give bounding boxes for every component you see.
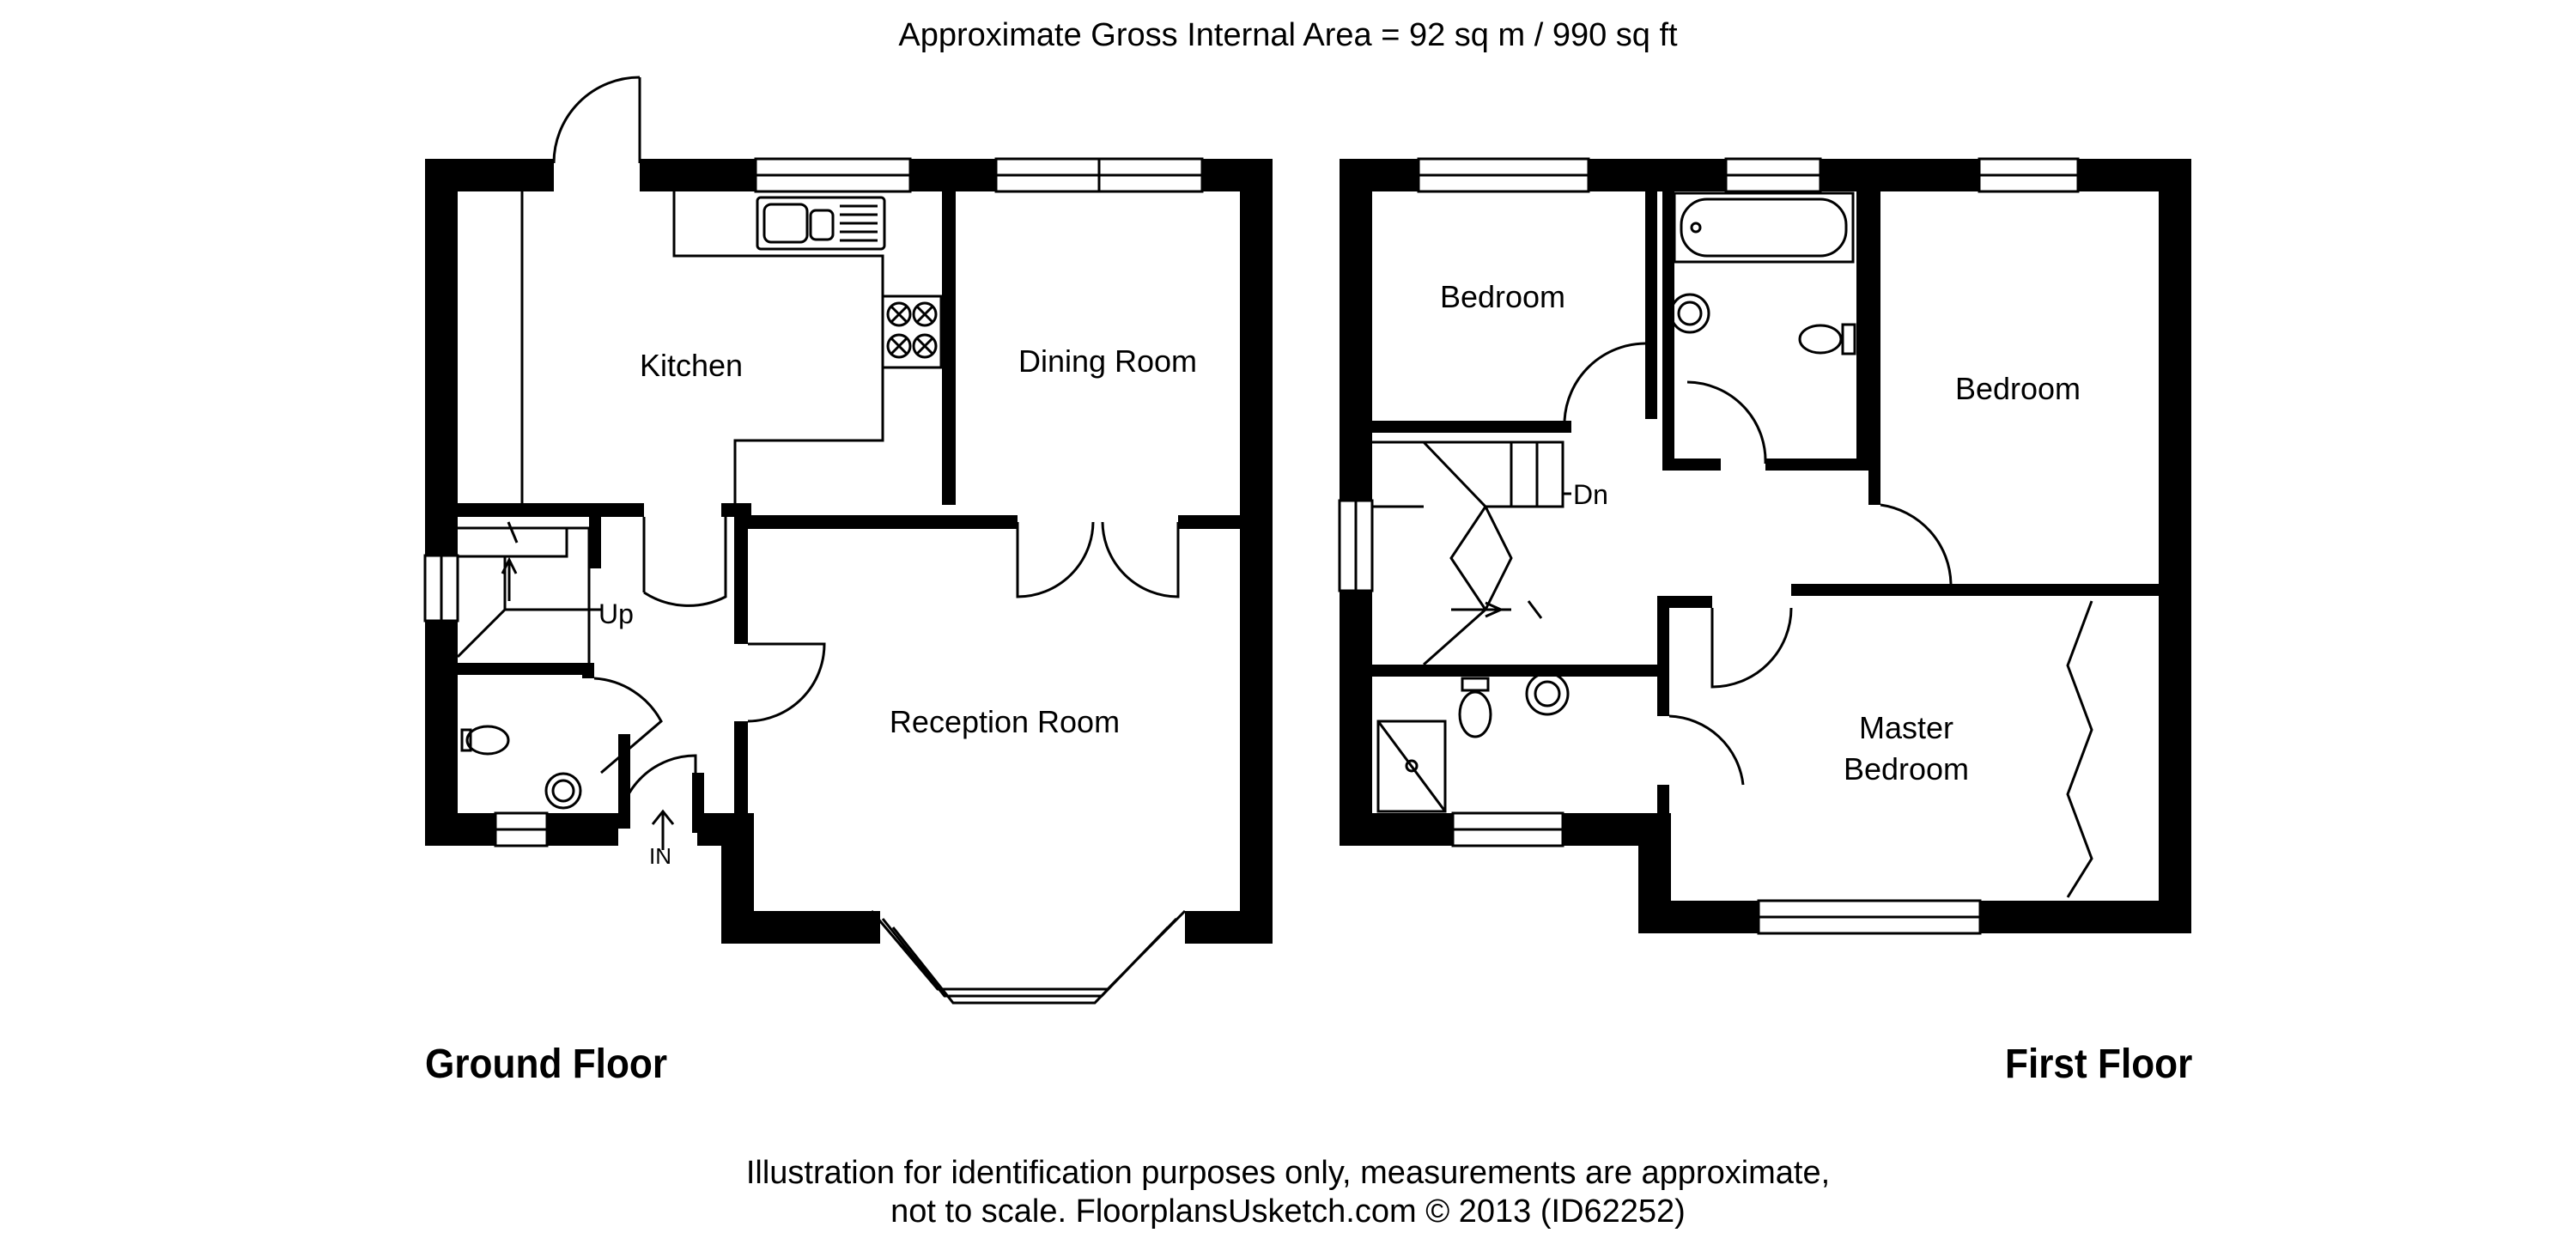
wall [910,159,996,191]
wall [721,911,880,944]
wall [1340,159,1372,501]
door-swing [1016,521,1180,598]
wall [1662,459,1721,471]
wall [455,503,644,517]
wall [2159,159,2191,933]
room-label-master-bedroom: Bedroom [1843,751,1970,787]
wall [1372,421,1571,433]
wardrobe-doors [2066,600,2093,898]
wall [734,721,748,850]
disclaimer-line-1: Illustration for identification purposes… [745,1155,1831,1191]
gross-internal-area: Approximate Gross Internal Area = 92 sq … [898,17,1678,53]
wall [734,515,748,644]
toilet [1798,324,1843,355]
door-swing [747,642,826,723]
wall [425,621,458,846]
toilet [465,725,510,756]
room-label-dining-room: Dining Room [1018,343,1198,379]
door-swing [552,76,641,164]
sink [756,196,886,251]
wall [1868,187,1880,505]
basin [1525,671,1570,716]
first-floor-lines [1338,157,2093,935]
wall [1340,591,1372,846]
disclaimer-line-2: not to scale. FloorplansUsketch.com © 20… [890,1193,1686,1230]
wall [1240,159,1273,944]
basin [544,772,582,810]
wall [692,773,704,833]
hob [881,295,943,369]
door-swing [642,517,727,607]
wall [721,503,751,517]
door-swing [1668,714,1745,786]
wall [1645,187,1657,419]
ground-floor-plan [425,159,1273,944]
wall [455,663,592,675]
wall [582,663,594,678]
wall [589,517,601,568]
basin [1669,293,1710,334]
door-swing [617,754,697,829]
door-swing [1563,342,1646,422]
wall [425,159,458,556]
stairs-down-label: Dn [1573,479,1608,510]
wall [1178,515,1247,529]
ground-floor-lines [423,76,1204,1005]
door-swing [1710,607,1793,689]
ground-floor-title: Ground Floor [425,1042,668,1087]
wall [1638,901,1759,933]
wall [1820,159,1979,191]
wall [1669,596,1712,608]
door-swing [1880,503,1953,585]
stairs [456,526,591,663]
bay-window [870,909,1187,1005]
wall [1662,187,1674,471]
wall [1340,813,1453,846]
door-swing [1686,380,1767,465]
wall [547,813,618,846]
wall [1657,785,1669,828]
wall [1657,596,1669,673]
toilet [1458,690,1492,738]
wall [1856,187,1868,471]
shower [1376,720,1447,813]
first-floor-title: First Floor [2005,1042,2193,1087]
wall [734,515,1018,529]
stairs-arrow [501,556,518,601]
wall [942,187,956,505]
first-floor-plan [1340,159,2191,933]
wall [640,159,756,191]
room-label-master: Master [1858,710,1954,745]
entrance-arrow [651,809,675,850]
wall [1589,159,1726,191]
wall [1657,665,1669,716]
wall [618,734,630,829]
room-label-kitchen: Kitchen [640,348,744,383]
wall [1980,901,2191,933]
stairs-up-label: Up [598,598,634,629]
wall [1791,584,2164,596]
wall [425,813,495,846]
room-label-bedroom: Bedroom [1439,279,1566,314]
wall [1563,813,1642,846]
wall [1765,459,1868,471]
stairs [1372,440,1564,666]
wall [1372,665,1657,677]
bath [1673,191,1855,264]
stairs-arrow [1451,601,1504,618]
entrance-label: IN [649,843,671,869]
room-label-reception-room: Reception Room [889,704,1121,739]
room-label-bedroom-2: Bedroom [1954,371,2081,406]
door-swing [593,677,663,774]
